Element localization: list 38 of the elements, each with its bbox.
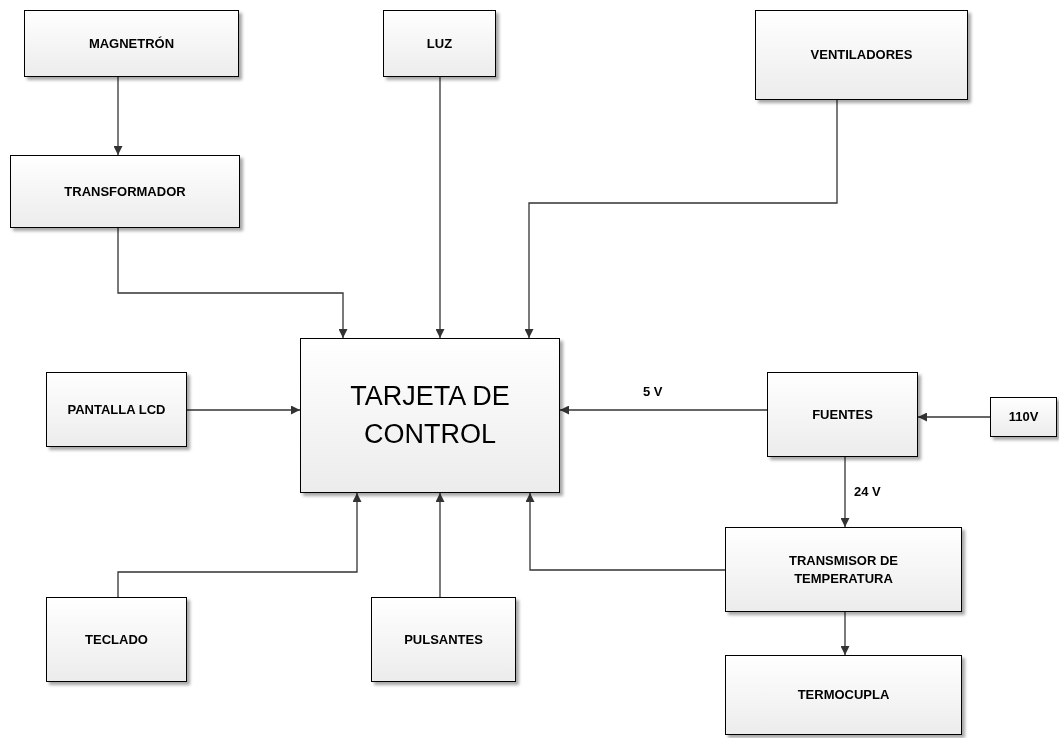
arrow <box>559 405 768 415</box>
process-box <box>383 10 496 77</box>
process-box <box>300 338 560 493</box>
box-label: PANTALLA LCD <box>67 400 166 419</box>
process-box <box>46 597 187 682</box>
arrow <box>524 99 838 339</box>
box-label: LUZ <box>426 34 453 53</box>
box-label: MAGNETRÓN <box>88 34 175 53</box>
box-label: 110V <box>1008 408 1039 426</box>
box-label: TERMOCUPLA <box>797 686 890 704</box>
process-box <box>767 372 918 457</box>
arrow <box>117 492 362 598</box>
process-box <box>24 10 239 77</box>
box-label: TRANSFORMADOR <box>64 182 186 201</box>
arrow <box>117 227 348 339</box>
box-label: PULSANTES <box>404 630 483 649</box>
process-box <box>990 397 1057 437</box>
edge-label: 24 V <box>852 484 883 499</box>
arrow <box>113 76 123 156</box>
arrow <box>186 405 301 415</box>
process-box <box>46 372 187 447</box>
arrow <box>435 76 445 339</box>
process-box <box>755 10 968 100</box>
arrow <box>917 412 991 422</box>
arrow <box>840 611 850 656</box>
process-box <box>10 155 240 228</box>
edge-label: 5 V <box>641 384 665 399</box>
main-label: TARJETA DE CONTROL <box>349 379 511 451</box>
arrow <box>840 456 850 528</box>
arrow <box>525 492 726 571</box>
process-box <box>371 597 516 682</box>
arrow <box>435 492 445 598</box>
process-box <box>725 655 962 735</box>
box-label: VENTILADORES <box>810 46 913 64</box>
process-box <box>725 527 962 612</box>
box-label: FUENTES <box>812 405 873 424</box>
box-label: TECLADO <box>85 630 148 649</box>
box-label: TRANSMISOR DE TEMPERATURA <box>787 551 900 588</box>
